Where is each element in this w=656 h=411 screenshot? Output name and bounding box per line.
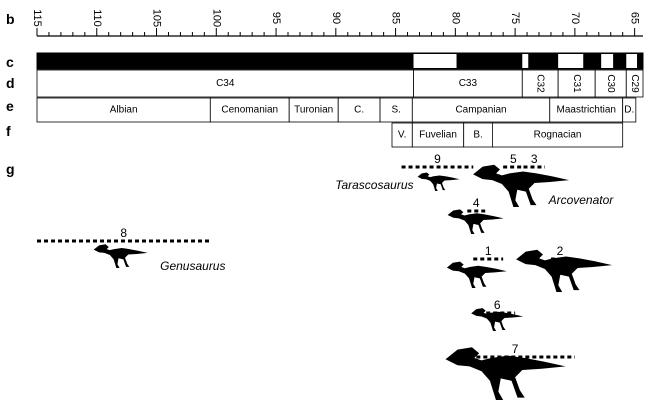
regional-stage-box	[411, 122, 465, 148]
stage-box	[622, 97, 637, 123]
stage-box	[209, 97, 290, 123]
row-label-g: g	[6, 161, 15, 177]
taxon-name-arcovenator: Arcovenator	[548, 193, 615, 207]
chron-box	[413, 69, 523, 98]
taxon-number-4: 4	[473, 196, 480, 210]
stage-box	[549, 97, 624, 123]
row-label-e: e	[6, 98, 14, 114]
chron-label: C34	[216, 78, 235, 89]
axis-tick-label: 90	[330, 12, 342, 24]
chron-box	[594, 69, 627, 98]
taxon-number-1: 1	[485, 244, 492, 258]
chron-label: C32	[535, 74, 546, 93]
chron-row: C34 C33 C32 C31 C30 C29	[36, 69, 644, 98]
axis-tick-label: 85	[390, 12, 402, 24]
axis-tick-label: 95	[270, 12, 282, 24]
normal-polarity-interval	[413, 54, 457, 68]
row-label-d: d	[6, 75, 15, 91]
normal-polarity-interval	[522, 54, 529, 68]
axis-tick-label: 110	[91, 9, 103, 27]
chron-box	[521, 69, 559, 98]
regional-stage-row: V. Fuvelian B. Rognacian	[391, 122, 624, 148]
stage-label: Maastrichtian	[556, 105, 615, 116]
axis-tick-label: 100	[210, 9, 222, 27]
taxon-number-6: 6	[494, 298, 501, 312]
chron-box	[625, 69, 644, 98]
large-theropod-silhouette	[516, 249, 613, 292]
row-label-b: b	[6, 11, 15, 27]
normal-polarity-interval	[601, 54, 614, 68]
stage-label: D.	[624, 105, 634, 116]
chron-label: C30	[605, 74, 616, 93]
row-label-f: f	[6, 123, 11, 139]
stage-label: Turonian	[294, 105, 333, 116]
axis-tick-label: 65	[629, 12, 641, 24]
magnetic-polarity-row	[36, 52, 644, 70]
small-theropod-silhouette	[471, 308, 524, 331]
chron-label: C31	[571, 74, 582, 93]
axis-tick-label: 75	[509, 12, 521, 24]
row-label-c: c	[6, 54, 14, 70]
axis-tick-label: 70	[569, 12, 581, 24]
taxon-number-5: 5	[510, 152, 517, 166]
regional-stage-label: Rognacian	[534, 130, 582, 141]
taxon-name-genusaurus: Genusaurus	[160, 259, 225, 273]
normal-polarity-interval	[626, 54, 638, 68]
large-theropod-silhouette	[473, 164, 570, 207]
medium-theropod-silhouette	[446, 261, 507, 288]
small-theropod-silhouette	[417, 172, 460, 191]
slender-theropod-silhouette	[93, 244, 148, 268]
stage-box	[379, 97, 413, 123]
stage-box	[288, 97, 339, 123]
large-theropod-silhouette	[445, 347, 566, 400]
chron-box	[557, 69, 596, 98]
chron-label: C29	[629, 74, 640, 93]
stage-label: Albian	[110, 105, 138, 116]
time-axis: 115 110 105 100 95 90 85 80 75 70 65	[31, 9, 643, 37]
regional-stage-box	[491, 122, 624, 148]
axis-tick-label: 105	[151, 9, 163, 27]
stage-box	[36, 97, 211, 123]
regional-stage-label: Fuvelian	[419, 130, 457, 141]
taxon-number-3: 3	[531, 152, 538, 166]
medium-theropod-silhouette	[447, 209, 504, 234]
regional-stage-box	[463, 122, 493, 148]
taxon-number-2: 2	[557, 244, 564, 258]
polarity-frame	[36, 52, 644, 70]
taxon-number-8: 8	[120, 226, 127, 240]
regional-stage-label: B.	[473, 130, 482, 141]
stage-label: Cenomanian	[221, 105, 278, 116]
stage-label: S.	[391, 105, 400, 116]
stage-label: C.	[354, 105, 364, 116]
stage-row: Albian Cenomanian Turonian C. S. Campanian Maa…	[36, 97, 637, 123]
taxon-number-9: 9	[434, 152, 441, 166]
chron-box	[36, 69, 414, 98]
stage-label: Campanian	[455, 105, 506, 116]
taxon-name-tarascosaurus: Tarascosaurus	[335, 178, 413, 192]
axis-tick-label: 80	[449, 12, 461, 24]
normal-polarity-interval	[558, 54, 584, 68]
stage-box	[337, 97, 381, 123]
chron-label: C33	[459, 78, 478, 89]
reversed-polarity-band	[37, 53, 643, 69]
axis-tick-label: 115	[31, 9, 43, 27]
regional-stage-label: V.	[398, 130, 407, 141]
taxon-number-7: 7	[512, 342, 519, 356]
